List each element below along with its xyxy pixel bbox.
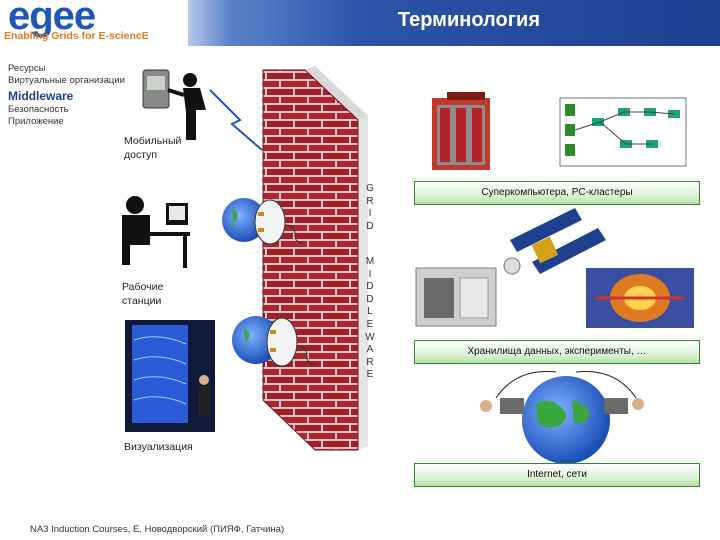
middleware-letter: E: [366, 318, 374, 330]
satellite-image: [503, 208, 606, 275]
middleware-vertical-text: M I D D L E W A R E: [362, 256, 378, 382]
workstation-user-icon: [122, 196, 190, 268]
mobile-user-icon: [142, 69, 206, 140]
globe-plug-icon-1: [222, 198, 304, 245]
logo: egee Enabling Grids for E-sciencE: [0, 0, 188, 46]
menu-item-application[interactable]: Приложение: [8, 116, 64, 127]
mobile-access-line1: Мобильный: [124, 135, 182, 147]
workstations-label: Рабочие станции: [122, 280, 163, 308]
mobile-access-label: Мобильный доступ: [124, 134, 181, 162]
detector-image: [586, 268, 694, 328]
middleware-letter: M: [365, 256, 375, 267]
menu-item-vo[interactable]: Виртуальные организации: [8, 75, 125, 86]
logo-subtitle: Enabling Grids for E-sciencE: [4, 30, 149, 42]
grid-letter: R: [366, 195, 374, 207]
grid-letter: G: [366, 183, 374, 194]
middleware-letter: A: [366, 344, 374, 356]
menu-item-resources[interactable]: Ресурсы: [8, 63, 46, 74]
wireless-bolt-icon: [209, 89, 263, 151]
middleware-letter: E: [366, 369, 374, 381]
workstations-line2: станции: [122, 295, 162, 307]
middleware-letter: W: [365, 331, 375, 343]
grid-letter: I: [368, 208, 372, 220]
middleware-letter: D: [366, 293, 374, 305]
visualization-label: Визуализация: [124, 441, 193, 453]
cluster-network-image: [559, 97, 687, 167]
internet-bar: Internet, сети: [414, 463, 700, 487]
workstations-line1: Рабочие: [122, 281, 164, 293]
supercomputer-image: [432, 92, 490, 170]
middleware-letter: I: [368, 268, 372, 280]
middleware-letter: L: [367, 306, 373, 318]
earth-network-image: [480, 371, 644, 464]
logo-text: egee: [8, 0, 96, 38]
brick-wall: [262, 66, 368, 451]
middleware-letter: D: [366, 281, 374, 293]
data-storage-image: [415, 267, 497, 327]
mobile-access-line2: доступ: [124, 149, 158, 161]
storage-bar: Хранилища данных, эксперименты, …: [414, 340, 700, 364]
globe-plug-icon-2: [232, 316, 316, 367]
grid-vertical-text: G R I D: [362, 183, 378, 233]
menu-item-middleware[interactable]: Middleware: [8, 89, 74, 103]
page-title: Терминология: [397, 9, 540, 31]
footer-text: NA3 Induction Courses, E. Новодворский (…: [30, 524, 285, 535]
menu-item-security[interactable]: Безопасность: [8, 104, 69, 115]
supercomputers-bar: Суперкомпьютера, PC-кластеры: [414, 181, 700, 205]
visualization-image: [125, 320, 215, 432]
grid-letter: D: [366, 220, 374, 232]
middleware-letter: R: [366, 356, 374, 368]
